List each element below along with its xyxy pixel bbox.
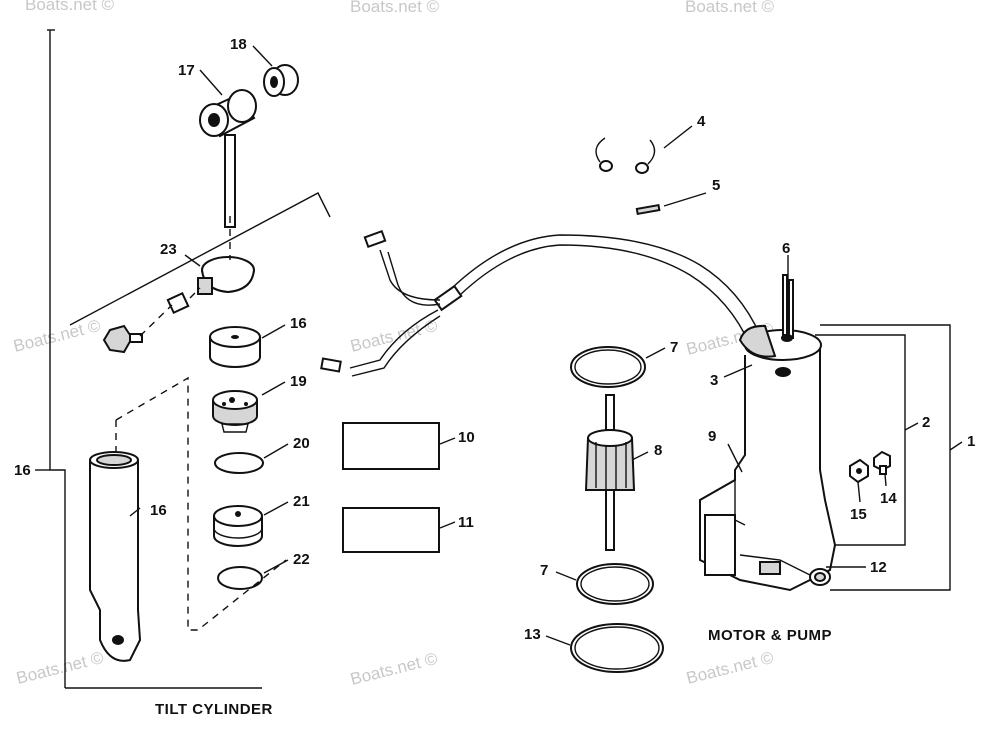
part-7-o-ring-lower xyxy=(576,563,654,605)
leader-line xyxy=(663,125,693,149)
watermark: Boats.net © xyxy=(11,316,102,356)
bracket-2 xyxy=(815,334,906,546)
callout-16-cylinder: 16 xyxy=(150,502,167,519)
part-5-pin xyxy=(635,203,661,216)
dashed-guide xyxy=(139,304,173,337)
part-10-decal xyxy=(342,422,440,470)
callout-3: 3 xyxy=(710,372,718,389)
leader-line xyxy=(261,324,286,339)
leader-line xyxy=(184,254,201,267)
part-7-o-ring xyxy=(570,346,646,388)
leader-line xyxy=(904,422,919,431)
leader-line xyxy=(252,45,273,67)
callout-8: 8 xyxy=(654,442,662,459)
o-ring-inner xyxy=(574,349,642,385)
callout-19: 19 xyxy=(290,373,307,390)
wire-harness xyxy=(320,229,761,377)
leader-line xyxy=(439,437,456,445)
o-ring-inner xyxy=(580,566,650,602)
part-22-o-ring xyxy=(217,566,263,590)
leader-line xyxy=(663,192,707,207)
callout-4: 4 xyxy=(697,113,706,130)
part-8-armature xyxy=(584,394,636,551)
leader-line xyxy=(545,635,571,646)
callout-18: 18 xyxy=(230,36,247,53)
watermark: Boats.net © xyxy=(685,0,775,16)
bracket-23 xyxy=(69,192,331,326)
leader-line xyxy=(439,521,456,529)
leader-line xyxy=(723,364,753,378)
leader-line xyxy=(129,507,141,517)
part-15-nut xyxy=(849,458,869,484)
watermark: Boats.net © xyxy=(348,649,439,689)
leader-line xyxy=(884,473,887,487)
callout-16: 16 xyxy=(290,315,307,332)
part-4-clips xyxy=(595,137,656,174)
leader-line xyxy=(263,443,289,459)
callout-10: 10 xyxy=(458,429,475,446)
part-16-cylinder xyxy=(89,451,142,662)
callout-6: 6 xyxy=(782,240,790,257)
leader-line xyxy=(263,559,289,574)
watermark: Boats.net © xyxy=(350,0,440,16)
leader-line xyxy=(857,481,861,503)
callout-layer: 18 17 23 16 19 20 21 22 16 16 10 11 4 5 … xyxy=(14,36,975,643)
part-23-clamp xyxy=(102,256,255,354)
watermark: Boats.net © xyxy=(25,0,115,14)
watermark: Boats.net © xyxy=(348,316,439,356)
part-11-decal xyxy=(342,507,440,553)
callout-7: 7 xyxy=(670,339,678,356)
callout-23: 23 xyxy=(160,241,177,258)
callout-21: 21 xyxy=(293,493,310,510)
callout-11: 11 xyxy=(458,514,474,531)
callout-15: 15 xyxy=(850,506,867,523)
callout-22: 22 xyxy=(293,551,310,568)
leader-line xyxy=(949,441,963,451)
callout-14: 14 xyxy=(880,490,897,507)
tilt-group-bracket xyxy=(49,30,66,688)
part-19-piston xyxy=(212,390,258,433)
motor-pump-caption: MOTOR & PUMP xyxy=(708,627,832,644)
leader-line xyxy=(727,443,743,473)
callout-13: 13 xyxy=(524,626,541,643)
callout-2: 2 xyxy=(922,414,930,431)
callout-16-group: 16 xyxy=(14,462,31,479)
dashed-guide xyxy=(189,287,201,299)
part-17-rod-end xyxy=(199,89,257,228)
part-18-bushing xyxy=(263,64,299,97)
leader-line xyxy=(631,451,649,461)
callout-12: 12 xyxy=(870,559,887,576)
internals-bracket xyxy=(115,376,287,631)
callout-1: 1 xyxy=(967,433,975,450)
part-16-disc xyxy=(209,326,261,368)
part-14-fitting xyxy=(873,450,891,475)
part-20-o-ring xyxy=(214,452,264,474)
leader-line xyxy=(199,69,223,96)
watermark: Boats.net © xyxy=(14,648,105,688)
leader-line xyxy=(645,347,666,359)
watermark: Boats.net © xyxy=(684,648,775,688)
bracket-1 xyxy=(820,324,951,591)
callout-7-lower: 7 xyxy=(540,562,548,579)
part-13-o-ring xyxy=(570,623,664,673)
o-ring-inner xyxy=(574,626,660,670)
leader-line xyxy=(555,571,577,581)
callout-5: 5 xyxy=(712,177,720,194)
callout-17: 17 xyxy=(178,62,195,79)
part-21-seal-cap xyxy=(213,505,263,547)
leader-line xyxy=(263,501,289,516)
leader-line xyxy=(261,381,286,396)
callout-9: 9 xyxy=(708,428,716,445)
tilt-cylinder-caption: TILT CYLINDER xyxy=(155,701,273,718)
motor-pump-assembly xyxy=(699,274,837,592)
callout-20: 20 xyxy=(293,435,310,452)
